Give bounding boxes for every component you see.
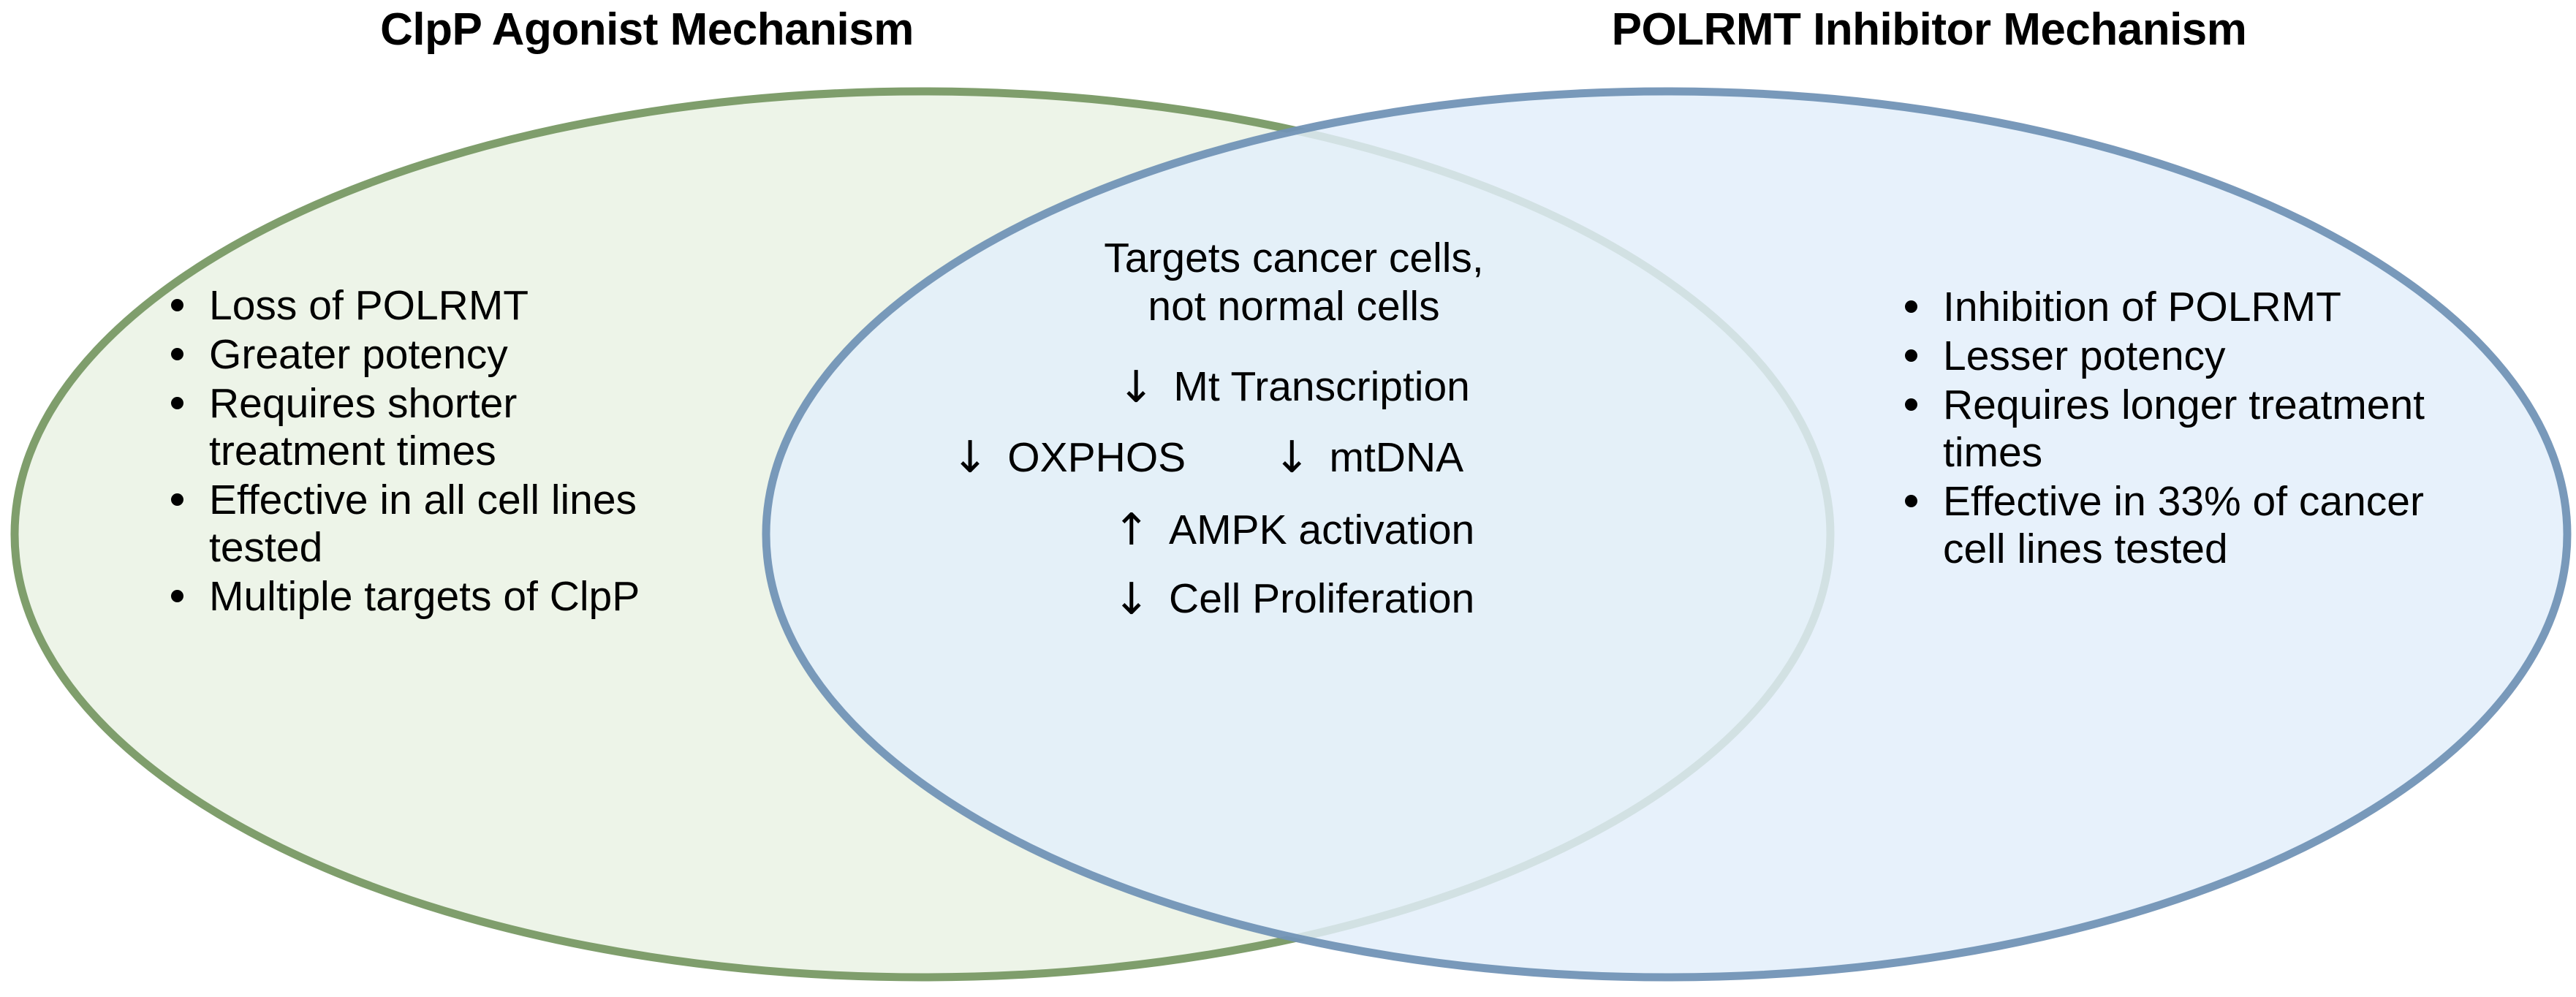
flow-step-row-oxphos-mtdna: ↓ OXPHOS ↓ mtDNA (943, 435, 1645, 481)
list-item: Inhibition of POLRMT (1895, 284, 2436, 331)
bullet-dot-icon (1905, 349, 1917, 362)
bullet-dot-icon (171, 493, 183, 506)
flow-step-label: OXPHOS (1007, 433, 1186, 481)
list-item: Effective in 33% of cancer cell lines te… (1895, 478, 2436, 573)
left-bullet-list: Loss of POLRMT Greater potency Requires … (161, 282, 673, 621)
right-set-content: Inhibition of POLRMT Lesser potency Requ… (1895, 284, 2436, 575)
list-item: Greater potency (161, 331, 673, 379)
list-item-label: Multiple targets of ClpP (209, 572, 640, 620)
right-set-title: POLRMT Inhibitor Mechanism (1611, 4, 2247, 55)
list-item-label: Effective in all cell lines tested (209, 476, 637, 571)
arrow-up-icon: ↑ (1113, 504, 1151, 556)
flow-step-mtdna: ↓ mtDNA (1273, 435, 1463, 481)
arrow-down-icon: ↓ (952, 432, 989, 484)
arrow-down-icon: ↓ (1113, 573, 1151, 625)
bullet-dot-icon (171, 396, 183, 409)
arrow-down-icon: ↓ (1118, 361, 1155, 413)
list-item-label: Inhibition of POLRMT (1943, 284, 2341, 330)
intersection-headline: Targets cancer cells, not normal cells (1104, 235, 1484, 330)
bullet-dot-icon (171, 589, 183, 602)
list-item-label: Requires longer treatment times (1943, 381, 2425, 476)
list-item-label: Effective in 33% of cancer cell lines te… (1943, 477, 2424, 572)
flow-step-label: Mt Transcription (1173, 363, 1470, 411)
intersection-content: Targets cancer cells, not normal cells ↓… (943, 234, 1645, 622)
left-set-content: Loss of POLRMT Greater potency Requires … (161, 282, 673, 622)
flow-step-oxphos: ↓ OXPHOS (952, 435, 1186, 481)
flow-step-label: AMPK activation (1169, 506, 1475, 553)
bullet-dot-icon (171, 347, 183, 360)
list-item-label: Lesser potency (1943, 332, 2226, 379)
list-item-label: Loss of POLRMT (209, 282, 529, 329)
flow-step-mt-transcription: ↓ Mt Transcription (943, 364, 1645, 410)
flow-step-cell-proliferation: ↓ Cell Proliferation (943, 576, 1645, 622)
left-set-title: ClpP Agonist Mechanism (380, 4, 914, 55)
flow-step-ampk-activation: ↑ AMPK activation (943, 507, 1645, 553)
list-item: Lesser potency (1895, 333, 2436, 380)
list-item: Requires shorter treatment times (161, 380, 673, 475)
bullet-dot-icon (171, 298, 183, 311)
right-bullet-list: Inhibition of POLRMT Lesser potency Requ… (1895, 284, 2436, 573)
list-item-label: Greater potency (209, 330, 508, 378)
list-item-label: Requires shorter treatment times (209, 379, 518, 474)
bullet-dot-icon (1905, 398, 1917, 411)
bullet-dot-icon (1905, 494, 1917, 507)
arrow-down-icon: ↓ (1273, 432, 1311, 484)
list-item: Requires longer treatment times (1895, 382, 2436, 477)
list-item: Multiple targets of ClpP (161, 573, 673, 621)
list-item: Loss of POLRMT (161, 282, 673, 330)
bullet-dot-icon (1905, 300, 1917, 313)
flow-step-label: mtDNA (1329, 433, 1464, 481)
flow-step-label: Cell Proliferation (1169, 575, 1475, 623)
right-set-ellipse (762, 87, 2572, 982)
list-item: Effective in all cell lines tested (161, 477, 673, 572)
